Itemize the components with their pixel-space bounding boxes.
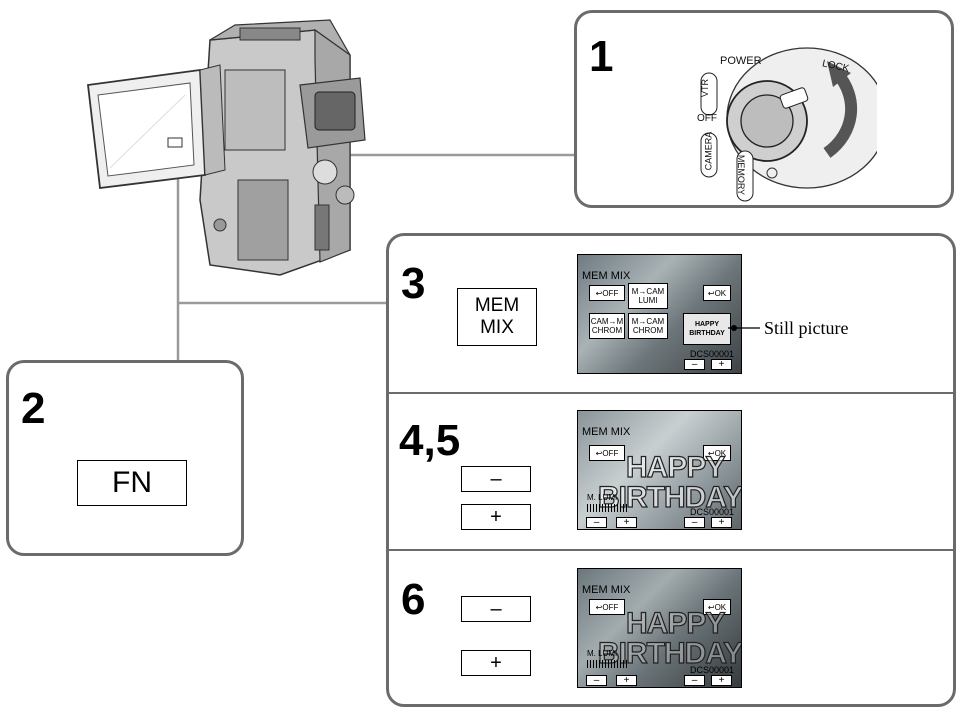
off-button[interactable]: ↩ OFF <box>589 599 625 615</box>
pointer-line <box>728 325 760 331</box>
camm-chrom-line1: CAM→M <box>590 317 624 326</box>
thumb-line2: BIRTHDAY <box>689 330 725 337</box>
off-label: OFF <box>602 448 619 458</box>
step-3-number: 3 <box>401 259 426 308</box>
minus-button[interactable]: – <box>461 466 531 492</box>
plus-button[interactable]: + <box>461 650 531 676</box>
dial-vtr-label: VTR <box>700 79 710 97</box>
mcam-lumi-line1: M→CAM <box>631 287 665 296</box>
fn-button[interactable]: FN <box>77 460 187 506</box>
ok-label: OK <box>714 602 727 612</box>
m-lumi-label: M. LUMI <box>587 649 618 658</box>
mem-mix-line1: MEM <box>474 295 520 316</box>
ok-label: OK <box>714 288 727 298</box>
plus-button[interactable]: + <box>711 359 732 370</box>
divider <box>389 549 953 551</box>
off-button[interactable]: ↩ OFF <box>589 285 625 301</box>
file-code: DCS00001 <box>690 349 735 359</box>
off-label: OFF <box>602 288 619 298</box>
minus-button[interactable]: – <box>586 675 607 686</box>
mcam-lumi-line2: LUMI <box>638 296 658 305</box>
dial-off-label: OFF <box>697 113 717 124</box>
screen-title: MEM MIX <box>582 270 631 282</box>
plus-button[interactable]: + <box>461 504 531 530</box>
screen-title: MEM MIX <box>582 584 631 596</box>
dial-power-label: POWER <box>720 55 762 67</box>
minus-button[interactable]: – <box>684 359 705 370</box>
ok-button[interactable]: ↩ OK <box>703 285 731 301</box>
overlay-happy: HAPPY <box>625 606 726 640</box>
divider <box>389 392 953 394</box>
minus-button[interactable]: – <box>586 517 607 528</box>
off-label: OFF <box>602 602 619 612</box>
plus-button[interactable]: + <box>711 675 732 686</box>
still-picture-label: Still picture <box>764 318 849 338</box>
plus-button[interactable]: + <box>616 675 637 686</box>
screen-title: MEM MIX <box>582 426 631 438</box>
lcd-screen-step-6: MEM MIX ↩ OFF ↩ OK HAPPY BIRTHDAY M. LUM… <box>577 568 742 688</box>
still-picture-thumbnail: HAPPY BIRTHDAY <box>683 313 731 345</box>
camm-chrom-line2: CHROM <box>591 326 623 335</box>
off-button[interactable]: ↩ OFF <box>589 445 625 461</box>
mcam-chrom-line1: M→CAM <box>631 317 665 326</box>
dial-memory-label: MEMORY <box>736 154 747 196</box>
mcam-chrom-line2: CHROM <box>632 326 664 335</box>
m-lumi-label: M. LUMI <box>587 493 618 502</box>
step-6-number: 6 <box>401 575 426 624</box>
lcd-screen-step-4-5: MEM MIX ↩ OFF ↩ OK HAPPY BIRTHDAY M. LUM… <box>577 410 742 530</box>
step-1-panel: 1 POWER LOCK VTR OFF CAMERA MEMORY <box>574 10 954 208</box>
level-indicator <box>587 504 629 512</box>
plus-button[interactable]: + <box>616 517 637 528</box>
dial-camera-label: CAMERA <box>703 131 714 171</box>
step-1-number: 1 <box>589 32 614 81</box>
step-4-5-number: 4,5 <box>399 416 461 465</box>
mem-mix-button[interactable]: MEM MIX <box>457 288 537 346</box>
ok-label: OK <box>714 448 727 458</box>
minus-button[interactable]: – <box>684 517 705 528</box>
plus-button[interactable]: + <box>711 517 732 528</box>
file-code: DCS00001 <box>690 665 735 675</box>
step-2-number: 2 <box>21 384 46 433</box>
ok-button[interactable]: ↩ OK <box>703 445 731 461</box>
power-switch-icon <box>700 47 877 202</box>
overlay-happy: HAPPY <box>625 450 726 484</box>
level-indicator <box>587 660 629 668</box>
thumb-line1: HAPPY <box>694 321 720 328</box>
minus-button[interactable]: – <box>684 675 705 686</box>
file-code: DCS00001 <box>690 507 735 517</box>
minus-button[interactable]: – <box>461 596 531 622</box>
mem-mix-line2: MIX <box>480 317 514 338</box>
ok-button[interactable]: ↩ OK <box>703 599 731 615</box>
step-2-panel: 2 FN <box>6 360 244 556</box>
camcorder-illustration <box>87 19 366 276</box>
